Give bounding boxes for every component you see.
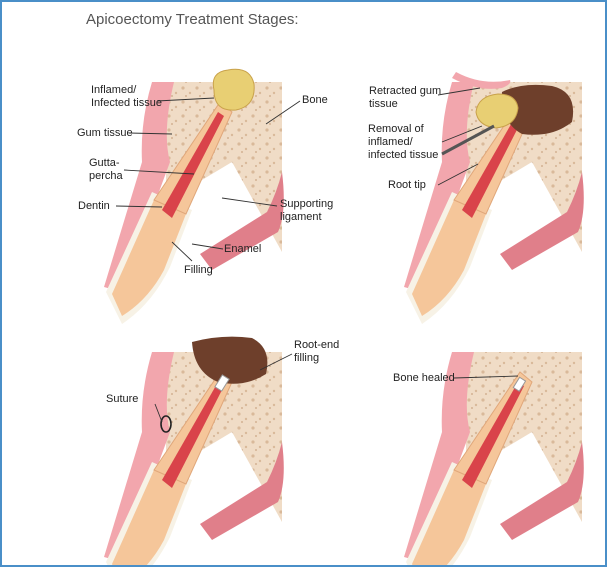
label-root-tip: Root tip xyxy=(388,179,426,192)
stage3-illustration xyxy=(104,337,284,565)
inflamed-lesion xyxy=(213,69,254,110)
label-gutta-percha: Gutta- percha xyxy=(89,157,123,183)
label-gum-tissue: Gum tissue xyxy=(77,127,133,140)
label-dentin: Dentin xyxy=(78,200,110,213)
label-supporting-ligament: Supporting ligament xyxy=(280,198,333,224)
label-enamel: Enamel xyxy=(224,243,261,256)
label-removal-tissue: Removal of inflamed/ infected tissue xyxy=(368,123,438,162)
label-inflamed-tissue: Inflamed/ Infected tissue xyxy=(91,84,162,110)
label-bone: Bone xyxy=(302,94,328,107)
label-bone-healed: Bone healed xyxy=(393,372,455,385)
label-root-end-filling: Root-end filling xyxy=(294,339,339,365)
label-filling: Filling xyxy=(184,264,213,277)
label-retracted-gum: Retracted gum tissue xyxy=(369,85,441,111)
label-suture: Suture xyxy=(106,393,138,406)
